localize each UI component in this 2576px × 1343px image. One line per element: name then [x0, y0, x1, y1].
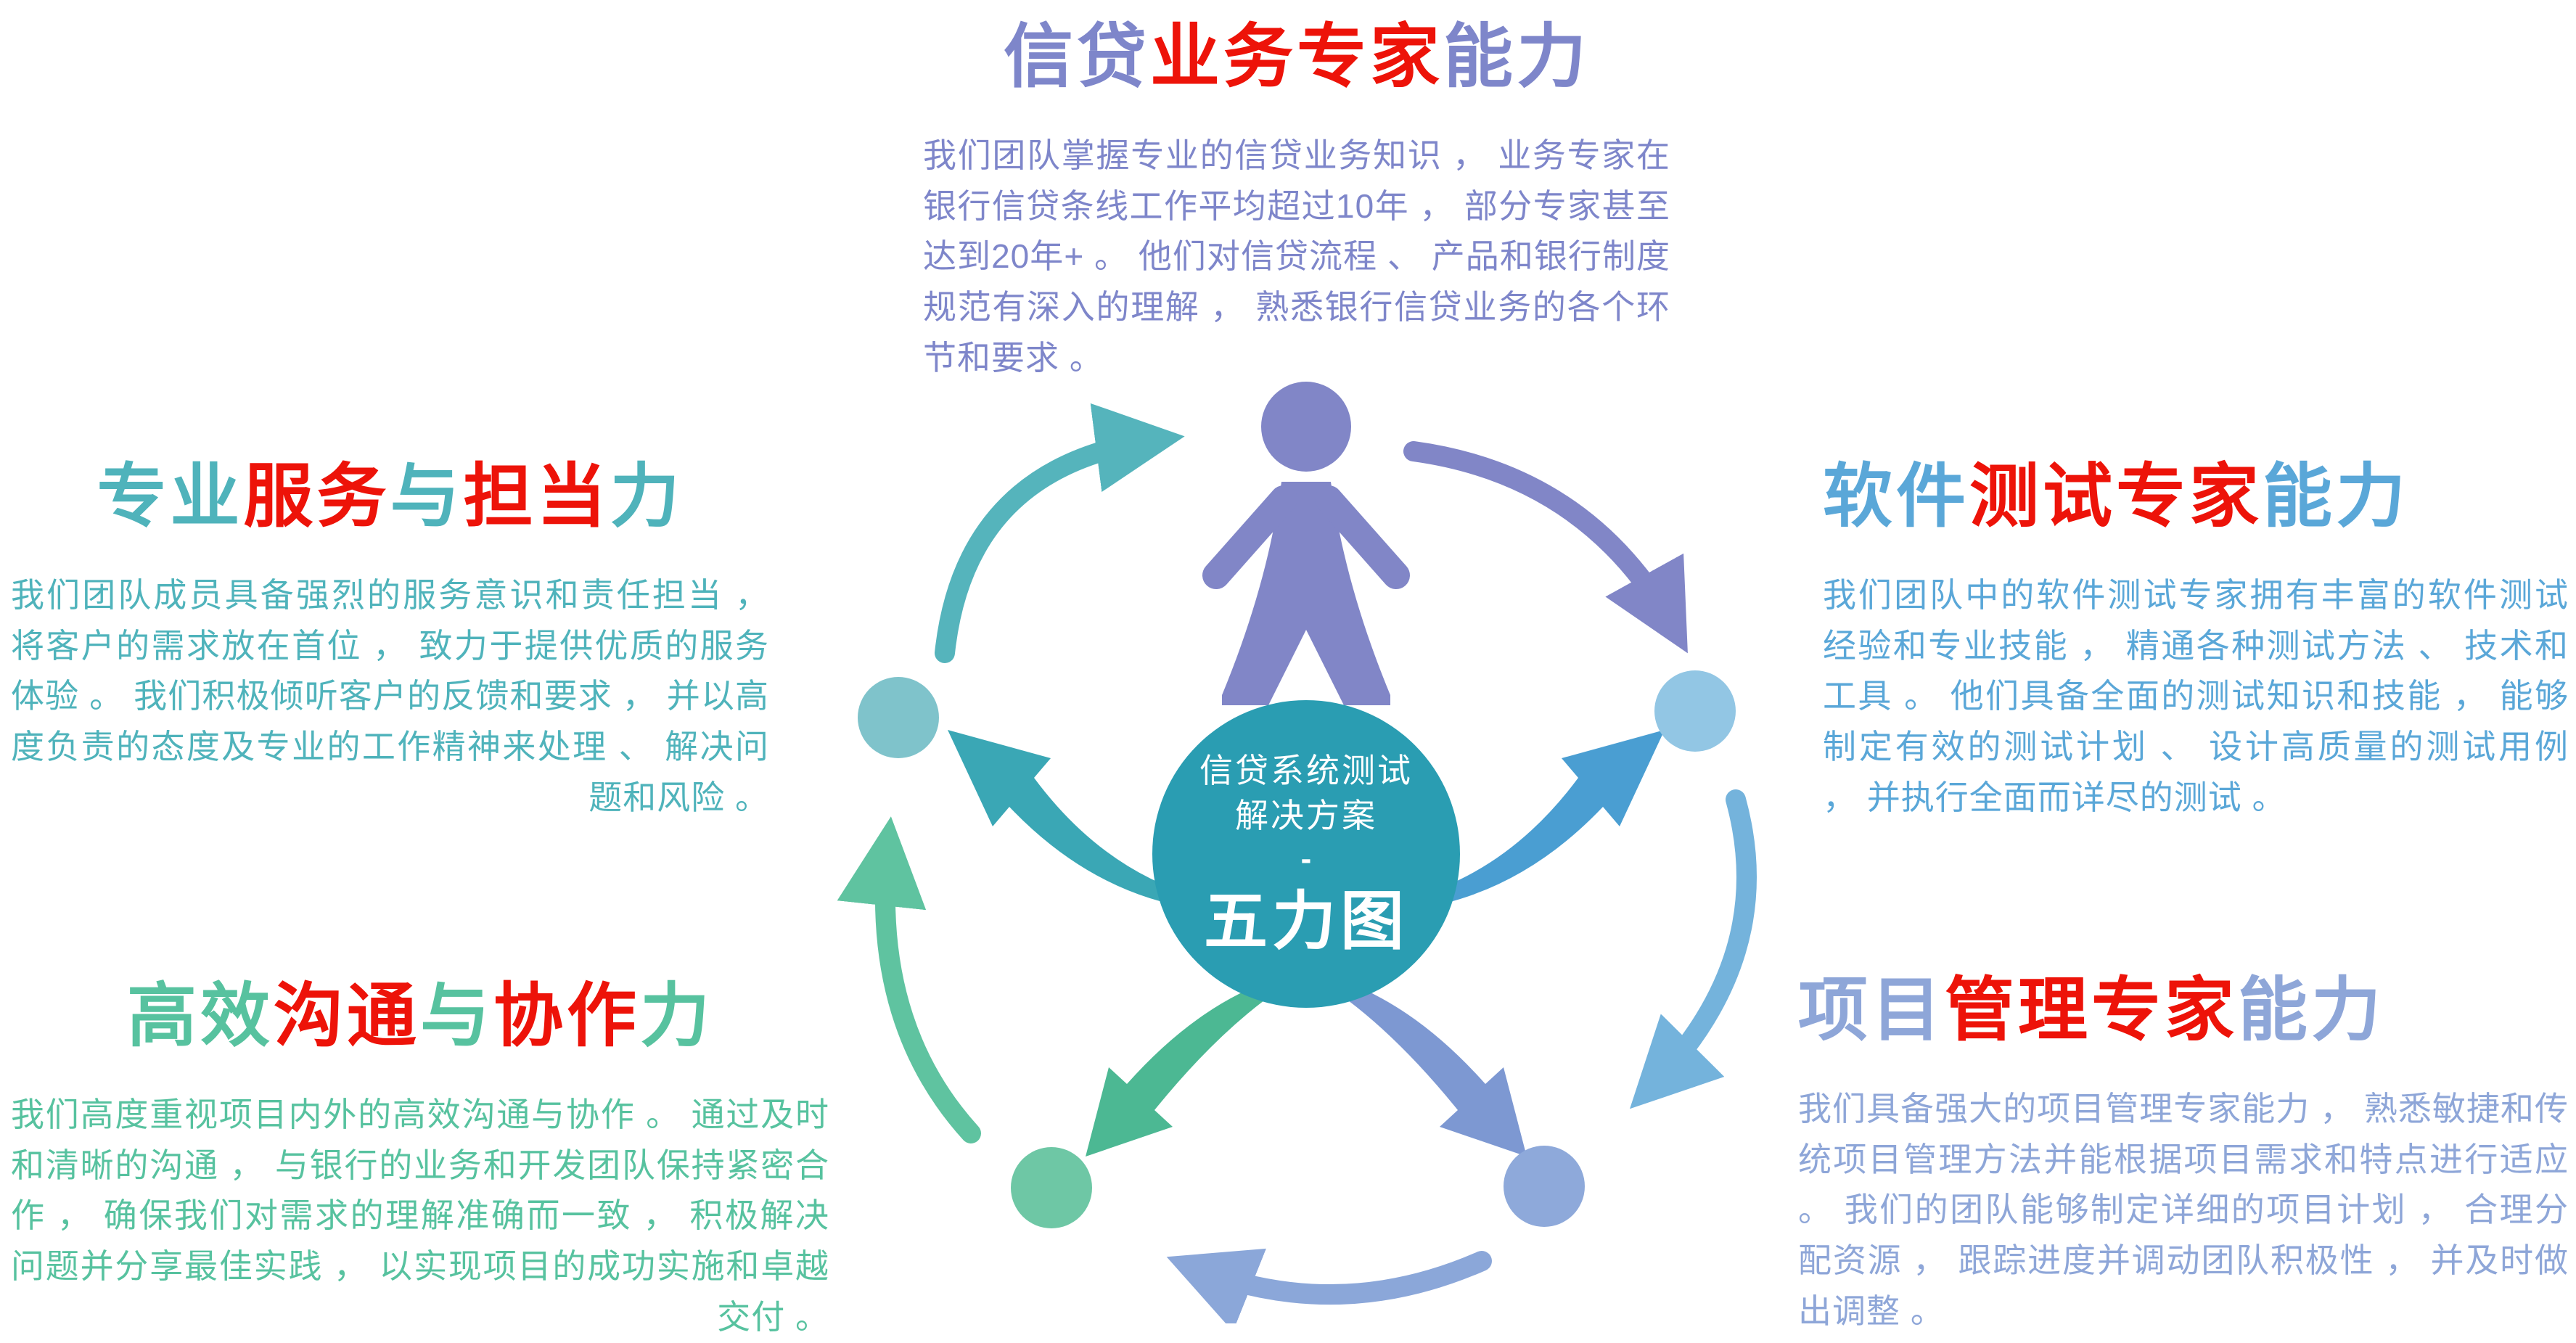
- center-separator: -: [1301, 841, 1312, 876]
- title-segment: 项目: [1798, 972, 1945, 1049]
- section-professional-service: 专业服务与担当力 我们团队成员具备强烈的服务意识和责任担当 ， 将客户的需求放在…: [11, 459, 769, 824]
- section-title: 软件测试专家能力: [1823, 459, 2569, 535]
- section-credit-business-expertise: 信贷业务专家能力 我们团队掌握专业的信贷业务知识 ， 业务专家在银行信贷条线工作…: [923, 19, 1670, 384]
- node-dot-bottom-right: [1504, 1146, 1585, 1227]
- person-body: [1222, 482, 1390, 705]
- center-label: 五力图: [1204, 885, 1408, 957]
- node-dot-right: [1654, 670, 1736, 752]
- section-body: 我们团队掌握专业的信贷业务知识 ， 业务专家在银行信贷条线工作平均超过10年 ，…: [923, 136, 1670, 377]
- title-segment: 沟通: [274, 977, 420, 1055]
- swoosh-arrow-bottom-left: [1086, 979, 1282, 1157]
- title-segment: 能力: [2263, 458, 2409, 535]
- person-arm-right: [1315, 485, 1410, 589]
- center-circle: [1152, 700, 1460, 1008]
- cycle-arc-left-upper: [935, 403, 1185, 663]
- title-segment: 专业: [97, 458, 244, 535]
- section-title: 高效沟通与协作力: [11, 978, 829, 1055]
- section-body: 我们高度重视项目内外的高效沟通与协作 。 通过及时和清晰的沟通 ， 与银行的业务…: [11, 1095, 829, 1336]
- title-segment: 能力: [1443, 18, 1590, 96]
- cycle-arc-left-lower: [837, 816, 981, 1143]
- section-title: 信贷业务专家能力: [923, 19, 1670, 96]
- node-dot-left: [858, 677, 939, 758]
- title-segment: 管理专家: [1945, 972, 2238, 1049]
- swoosh-arrow-bottom-right: [1330, 979, 1527, 1157]
- section-title: 专业服务与担当力: [11, 459, 769, 535]
- title-segment: 服务: [243, 458, 390, 535]
- cycle-arc-bottom: [1166, 1248, 1492, 1323]
- person-icon: [1202, 382, 1410, 705]
- section-body: 我们团队中的软件测试专家拥有丰富的软件测试经验和专业技能 ， 精通各种测试方法 …: [1823, 575, 2569, 817]
- title-segment: 信贷: [1004, 18, 1150, 96]
- person-arm-left: [1202, 485, 1297, 589]
- section-project-management-expertise: 项目管理专家能力 我们具备强大的项目管理专家能力 ， 熟悉敏捷和传统项目管理方法…: [1798, 972, 2569, 1337]
- title-segment: 力: [640, 977, 713, 1055]
- title-segment: 力: [610, 458, 684, 535]
- section-body: 我们团队成员具备强烈的服务意识和责任担当 ， 将客户的需求放在首位 ， 致力于提…: [11, 575, 769, 817]
- center-title-line1: 信贷系统测试: [1199, 752, 1413, 789]
- section-title: 项目管理专家能力: [1798, 972, 2569, 1049]
- title-segment: 软件: [1823, 458, 1969, 535]
- title-segment: 与: [420, 977, 493, 1055]
- title-segment: 与: [390, 458, 464, 535]
- swoosh-arrow-right: [1412, 730, 1665, 909]
- cycle-arc-top-right: [1403, 441, 1688, 654]
- swoosh-arrow-left: [948, 730, 1200, 909]
- section-software-testing-expertise: 软件测试专家能力 我们团队中的软件测试专家拥有丰富的软件测试经验和专业技能 ， …: [1823, 459, 2569, 824]
- person-head: [1261, 382, 1351, 472]
- title-segment: 担当: [463, 458, 610, 535]
- section-communication-collaboration: 高效沟通与协作力 我们高度重视项目内外的高效沟通与协作 。 通过及时和清晰的沟通…: [11, 978, 829, 1343]
- cycle-arc-right: [1630, 789, 1757, 1109]
- title-segment: 业务专家: [1150, 18, 1443, 96]
- title-segment: 高效: [127, 977, 274, 1055]
- center-title-line2: 解决方案: [1235, 797, 1377, 834]
- node-dot-bottom-left: [1011, 1147, 1092, 1228]
- title-segment: 能力: [2238, 972, 2384, 1049]
- title-segment: 协作: [493, 977, 640, 1055]
- title-segment: 测试专家: [1969, 458, 2263, 535]
- section-body: 我们具备强大的项目管理专家能力 ， 熟悉敏捷和传统项目管理方法并能根据项目需求和…: [1798, 1089, 2569, 1331]
